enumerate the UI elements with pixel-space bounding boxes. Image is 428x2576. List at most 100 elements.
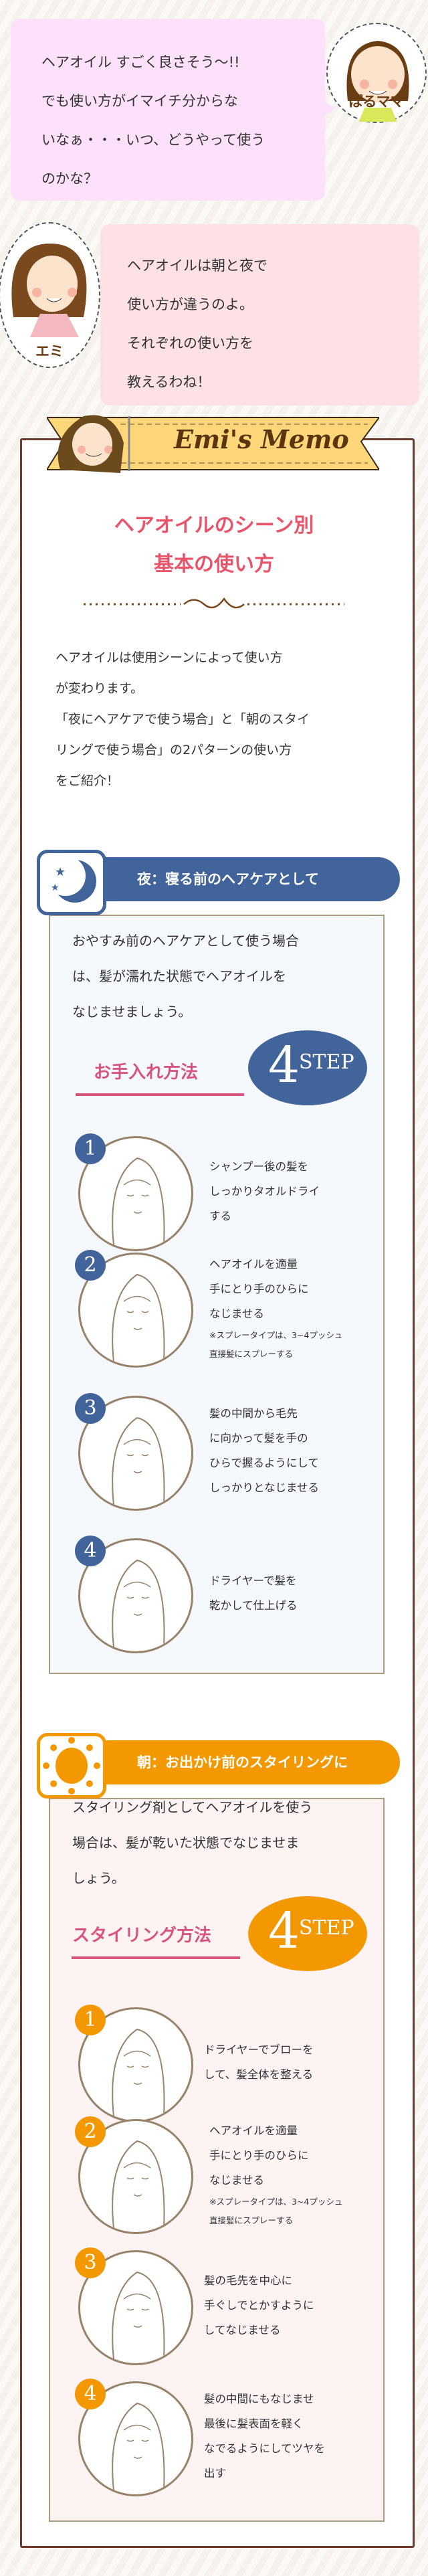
step-line: してなじませる xyxy=(204,2323,281,2336)
step-line: 最後に髪表面を軽く xyxy=(204,2417,304,2430)
ribbon-icon xyxy=(47,415,379,473)
bubble-line: ヘアオイル すごく良さそう～!! xyxy=(41,54,240,70)
intro-line: リングで使う場合」の2パターンの使い方 xyxy=(56,743,292,757)
step-note: 直接髪にスプレーする xyxy=(209,2215,294,2225)
hair-care-illustration-icon xyxy=(112,2140,165,2229)
method-underline xyxy=(72,1956,240,1959)
step-line: 髪の毛先を中心に xyxy=(204,2274,292,2287)
step-number-badge: 3 xyxy=(75,2247,106,2278)
sun-icon xyxy=(43,1737,100,1795)
step-text: ドライヤーでブローをして、髪全体を整える xyxy=(204,2037,314,2087)
step-line: なでるようにしてツヤを xyxy=(204,2442,326,2455)
step-line: ドライヤーでブローを xyxy=(204,2043,314,2056)
avatar-emi: エミ xyxy=(0,222,100,368)
step-number-badge: 3 xyxy=(75,1393,106,1424)
step-text: 髪の中間から毛先に向かって髪を手のひらで握るようにしてしっかりとなじませる xyxy=(209,1401,319,1500)
step-line: 手ぐしでとかすように xyxy=(204,2298,314,2312)
morning-icon-box xyxy=(37,1733,106,1799)
step-number-badge: 1 xyxy=(75,2005,106,2035)
hair-care-illustration-icon xyxy=(112,1273,165,1362)
emis-memo-banner: Emi's Memo xyxy=(47,409,379,474)
bubble-line: でも使い方がイマイチ分からな xyxy=(41,93,238,109)
speech-bubble-paru-mama: ヘアオイル すごく良さそう～!! でも使い方がイマイチ分からな いなぁ・・・いつ… xyxy=(11,19,325,201)
step-number-badge: 1 xyxy=(75,1133,106,1164)
step-line: ひらで握るようにして xyxy=(209,1457,320,1469)
intro-line: ヘアオイルは使用シーンによって使い方 xyxy=(56,650,283,665)
description-line: スタイリング剤としてヘアオイルを使う xyxy=(72,1799,313,1815)
moon-stars-icon: ★★ xyxy=(45,856,96,903)
memo-title-line: 基本の使い方 xyxy=(154,553,274,576)
step-line: 出す xyxy=(204,2467,226,2480)
step-text: ヘアオイルを適量手にとり手のひらになじませる※スプレータイプは、3~4プッシュ直… xyxy=(209,2118,342,2230)
hair-care-illustration-icon xyxy=(112,2271,165,2360)
bubble-tail xyxy=(324,100,334,116)
hair-care-illustration-icon xyxy=(112,1157,165,1246)
intro-line: をご紹介！ xyxy=(56,773,120,788)
night-icon-box: ★★ xyxy=(37,850,106,915)
bubble-line: のかな？ xyxy=(41,171,98,187)
step-line: ドライヤーで髪を xyxy=(209,1574,297,1587)
step-word: STEP xyxy=(299,1916,354,1940)
step-word: STEP xyxy=(299,1050,354,1074)
step-line: 手にとり手のひらに xyxy=(209,1282,309,1295)
bubble-line: いなぁ・・・いつ、どうやって使う xyxy=(41,132,265,148)
hair-care-illustration-icon xyxy=(112,1559,165,1648)
step-line: 乾かして仕上げる xyxy=(209,1599,298,1612)
emi-face-icon xyxy=(11,244,87,337)
step-line: なじませる xyxy=(209,1307,265,1320)
step-line: 髪の中間にもなじませ xyxy=(204,2393,314,2405)
svg-text:★: ★ xyxy=(51,883,60,893)
step-text: シャンプー後の髪をしっかりタオルドライする xyxy=(209,1154,320,1228)
hair-care-illustration-icon xyxy=(112,2028,165,2117)
speaker-name: エミ xyxy=(35,343,64,359)
description-line: は、髪が濡れた状態でヘアオイルを xyxy=(72,968,286,984)
step-line: する xyxy=(209,1209,231,1222)
bubble-line: 教えるわね！ xyxy=(127,374,211,390)
step-line: して、髪全体を整える xyxy=(204,2068,314,2081)
bubble-line: ヘアオイルは朝と夜で xyxy=(127,258,268,274)
ornament-divider xyxy=(84,597,344,609)
hair-care-illustration-icon xyxy=(112,1416,165,1505)
step-line: シャンプー後の髪を xyxy=(209,1160,309,1173)
morning-description: スタイリング剤としてヘアオイルを使う場合は、髪が乾いた状態でなじませましょう。 xyxy=(72,1790,312,1896)
bubble-line: 使い方が違うのよ。 xyxy=(127,296,253,312)
hair-care-illustration-icon xyxy=(112,2402,165,2491)
step-line: に向かって髪を手の xyxy=(209,1432,308,1445)
memo-title-line: ヘアオイルのシーン別 xyxy=(114,514,314,537)
step-text: ドライヤーで髪を乾かして仕上げる xyxy=(209,1568,298,1618)
morning-header: 朝：お出かけ前のスタイリングに xyxy=(100,1740,400,1784)
night-header: 夜：寝る前のヘアケアとして xyxy=(100,857,400,901)
mama-face-icon xyxy=(346,41,409,124)
step-count: 4 xyxy=(268,1902,300,1960)
speech-bubble-emi: ヘアオイルは朝と夜で 使い方が違うのよ。 それぞれの使い方を 教えるわね！ xyxy=(100,224,419,405)
morning-method-heading: スタイリング方法 xyxy=(72,1926,212,1946)
intro-line: 「夜にヘアケアで使う場合」と「朝のスタイ xyxy=(56,712,310,727)
step-line: しっかりタオルドライ xyxy=(209,1184,320,1198)
step-text: ヘアオイルを適量手にとり手のひらになじませる※スプレータイプは、3~4プッシュ直… xyxy=(209,1252,342,1364)
step-number-badge: 2 xyxy=(75,2116,106,2147)
night-method-heading: お手入れ方法 xyxy=(94,1063,199,1083)
svg-text:★: ★ xyxy=(55,865,66,879)
description-line: おやすみ前のヘアケアとして使う場合 xyxy=(72,933,299,949)
step-number-badge: 2 xyxy=(75,1250,106,1281)
step-count: 4 xyxy=(268,1036,300,1094)
night-description: おやすみ前のヘアケアとして使う場合は、髪が濡れた状態でヘアオイルをなじませましょ… xyxy=(72,923,299,1030)
step-line: しっかりとなじませる xyxy=(209,1481,320,1494)
memo-intro: ヘアオイルは使用シーンによって使い方 が変わります。 「夜にヘアケアで使う場合」… xyxy=(56,642,310,796)
step-line: 髪の中間から毛先 xyxy=(209,1407,298,1420)
banner-title: Emi's Memo xyxy=(174,424,349,454)
method-underline xyxy=(76,1093,244,1096)
step-line: ヘアオイルを適量 xyxy=(209,1257,298,1271)
step-number-badge: 4 xyxy=(75,1536,106,1566)
bubble-line: それぞれの使い方を xyxy=(127,335,253,351)
step-line: なじませる xyxy=(209,2173,265,2187)
step-number-badge: 4 xyxy=(75,2379,106,2409)
description-line: しょう。 xyxy=(72,1870,125,1886)
description-line: なじませましょう。 xyxy=(72,1004,192,1020)
step-note: 直接髪にスプレーする xyxy=(209,1348,294,1359)
step-line: 手にとり手のひらに xyxy=(209,2148,309,2162)
intro-line: が変わります。 xyxy=(56,681,144,696)
step-line: ヘアオイルを適量 xyxy=(209,2124,298,2137)
